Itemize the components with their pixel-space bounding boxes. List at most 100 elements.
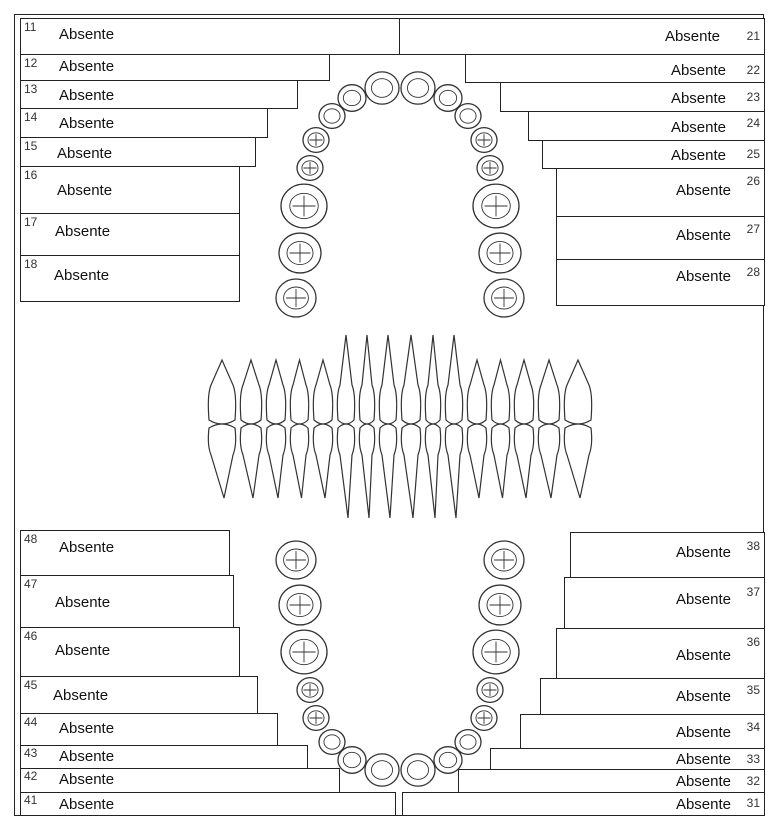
tooth-47-profile — [240, 424, 261, 498]
tooth-12-profile — [359, 335, 374, 424]
tooth-24-occlusal — [471, 128, 497, 153]
tooth-outline — [491, 424, 509, 498]
tooth-crown-outline — [319, 104, 345, 129]
tooth-crown-outline — [455, 104, 481, 129]
tooth-outline — [208, 424, 235, 498]
tooth-23-profile — [445, 335, 462, 424]
tooth-48-occlusal — [276, 541, 316, 579]
tooth-crown-outline — [401, 754, 435, 786]
tooth-42-profile — [359, 424, 374, 518]
tooth-27-occlusal — [479, 233, 521, 273]
tooth-crown-outline — [455, 730, 481, 755]
tooth-outline — [514, 360, 533, 424]
tooth-17-occlusal — [279, 233, 321, 273]
tooth-17-profile — [240, 360, 261, 424]
tooth-outline — [240, 360, 261, 424]
tooth-13-profile — [337, 335, 354, 424]
tooth-32-profile — [425, 424, 440, 518]
tooth-15-profile — [290, 360, 308, 424]
tooth-38-occlusal — [484, 541, 524, 579]
tooth-outline — [491, 360, 509, 424]
tooth-28-occlusal — [484, 279, 524, 317]
tooth-outline — [266, 360, 285, 424]
tooth-37-occlusal — [479, 585, 521, 625]
tooth-outline — [313, 424, 332, 498]
tooth-25-occlusal — [477, 156, 503, 181]
tooth-crown-outline — [401, 72, 435, 104]
tooth-outline — [337, 335, 354, 424]
tooth-28-profile — [564, 360, 591, 424]
lower-arch-occlusal-view — [276, 541, 524, 786]
tooth-outline — [208, 360, 235, 424]
tooth-31-occlusal — [401, 754, 435, 786]
tooth-43-profile — [337, 424, 354, 518]
tooth-outline — [514, 424, 533, 498]
tooth-outline — [538, 360, 559, 424]
tooth-44-profile — [313, 424, 332, 498]
tooth-36-profile — [514, 424, 533, 498]
tooth-outline — [359, 424, 374, 518]
tooth-outline — [290, 360, 308, 424]
upper-arch-occlusal-view — [276, 72, 524, 317]
tooth-41-occlusal — [365, 754, 399, 786]
tooth-46-profile — [266, 424, 285, 498]
tooth-outline — [445, 335, 462, 424]
tooth-36-occlusal — [473, 630, 519, 674]
tooth-26-occlusal — [473, 184, 519, 228]
tooth-outline — [445, 424, 462, 518]
tooth-47-occlusal — [279, 585, 321, 625]
tooth-crown-outline — [319, 730, 345, 755]
tooth-outline — [467, 424, 486, 498]
tooth-25-profile — [491, 360, 509, 424]
tooth-23-occlusal — [455, 104, 481, 129]
tooth-41-profile — [379, 424, 396, 518]
tooth-outline — [401, 424, 420, 518]
tooth-outline — [379, 424, 396, 518]
tooth-35-profile — [491, 424, 509, 498]
tooth-outline — [240, 424, 261, 498]
tooth-outline — [425, 424, 440, 518]
tooth-outline — [425, 335, 440, 424]
tooth-outline — [337, 424, 354, 518]
tooth-outline — [313, 360, 332, 424]
tooth-13-occlusal — [319, 104, 345, 129]
tooth-38-profile — [564, 424, 591, 498]
tooth-outline — [290, 424, 308, 498]
tooth-21-occlusal — [401, 72, 435, 104]
tooth-42-occlusal — [338, 747, 366, 774]
tooth-outline — [564, 424, 591, 498]
tooth-35-occlusal — [477, 678, 503, 703]
tooth-15-occlusal — [297, 156, 323, 181]
tooth-crown-outline — [434, 747, 462, 774]
tooth-outline — [538, 424, 559, 498]
tooth-24-profile — [467, 360, 486, 424]
teeth-profile-view — [208, 335, 591, 518]
tooth-33-occlusal — [455, 730, 481, 755]
tooth-48-profile — [208, 424, 235, 498]
tooth-crown-outline — [365, 72, 399, 104]
tooth-outline — [467, 360, 486, 424]
tooth-outline — [379, 335, 396, 424]
tooth-14-occlusal — [303, 128, 329, 153]
tooth-46-occlusal — [281, 630, 327, 674]
tooth-45-occlusal — [297, 678, 323, 703]
tooth-22-profile — [425, 335, 440, 424]
tooth-12-occlusal — [338, 85, 366, 112]
tooth-44-occlusal — [303, 706, 329, 731]
tooth-crown-outline — [365, 754, 399, 786]
tooth-outline — [266, 424, 285, 498]
tooth-crown-outline — [338, 85, 366, 112]
tooth-31-profile — [401, 424, 420, 518]
tooth-18-profile — [208, 360, 235, 424]
tooth-33-profile — [445, 424, 462, 518]
tooth-11-occlusal — [365, 72, 399, 104]
tooth-34-profile — [467, 424, 486, 498]
tooth-outline — [401, 335, 420, 424]
tooth-21-profile — [401, 335, 420, 424]
tooth-27-profile — [538, 360, 559, 424]
tooth-11-profile — [379, 335, 396, 424]
tooth-16-profile — [266, 360, 285, 424]
tooth-43-occlusal — [319, 730, 345, 755]
